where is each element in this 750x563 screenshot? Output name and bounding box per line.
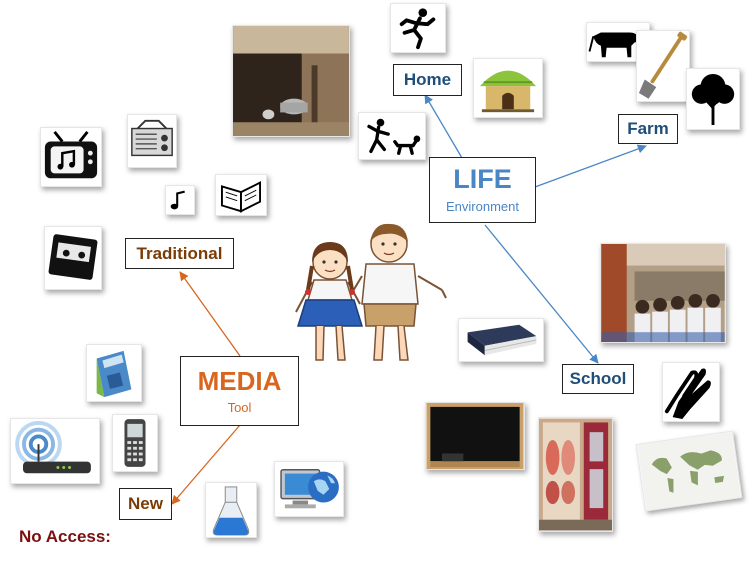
- media-subtitle: Tool: [227, 399, 252, 415]
- praying-hands-icon: [662, 362, 720, 422]
- life-subtitle: Environment: [446, 199, 519, 214]
- shovel-icon: [636, 30, 690, 102]
- arrow-media-to-traditional: [179, 271, 241, 357]
- arrow-media-to-new: [171, 424, 241, 505]
- grass-hut-icon: [473, 58, 543, 118]
- life-box: LIFE Environment: [429, 157, 536, 223]
- life-title: LIFE: [453, 164, 512, 194]
- radio-icon: [127, 114, 177, 168]
- schoolchildren-photo-icon: [600, 243, 726, 343]
- television-icon: [40, 127, 102, 187]
- world-map-icon: [635, 430, 743, 512]
- traditional-label: Traditional: [125, 238, 234, 269]
- media-title: MEDIA: [197, 365, 282, 396]
- no-access-label: No Access:: [19, 527, 111, 546]
- arrow-life-to-farm: [534, 144, 647, 188]
- arrow-life-to-home: [424, 94, 463, 159]
- village-hut-photo-icon: [232, 25, 350, 137]
- media-box: MEDIA Tool: [180, 356, 299, 426]
- desktop-tower-icon: [86, 344, 142, 402]
- cassette-tape-icon: [44, 226, 102, 290]
- school-label: School: [562, 364, 634, 394]
- closed-book-icon: [458, 318, 544, 362]
- music-note-icon: [165, 185, 195, 215]
- home-label: Home: [393, 64, 462, 96]
- lab-flask-icon: [205, 482, 257, 538]
- anatomy-chart-icon: [538, 417, 613, 532]
- mobile-phone-icon: [112, 414, 158, 472]
- chalkboard-icon: [425, 402, 525, 470]
- tree-icon: [686, 68, 740, 130]
- new-label: New: [119, 488, 172, 520]
- two-children-icon: [286, 220, 448, 370]
- wireless-router-icon: [10, 418, 100, 484]
- computer-globe-icon: [274, 461, 344, 517]
- child-with-dog-icon: [358, 112, 426, 160]
- running-figure-icon: [390, 3, 446, 53]
- open-book-icon: [215, 174, 267, 216]
- farm-label: Farm: [618, 114, 678, 144]
- arrow-life-to-school: [484, 224, 599, 364]
